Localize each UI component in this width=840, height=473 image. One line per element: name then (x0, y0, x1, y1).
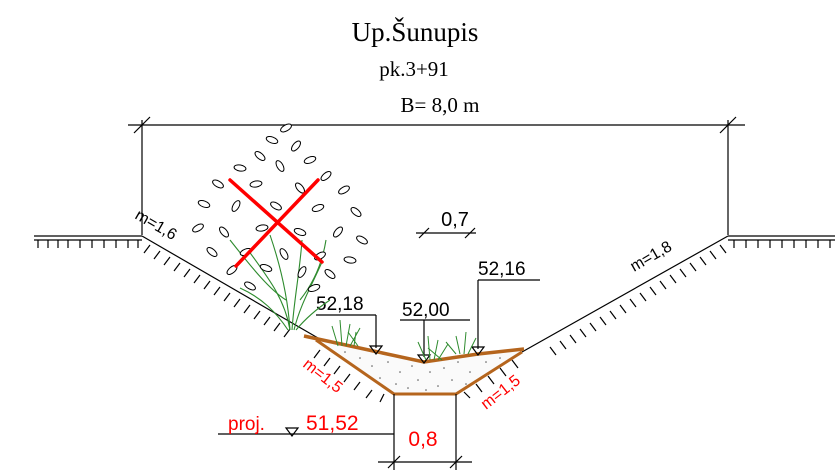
depth-dimension (416, 227, 476, 239)
ground-left (34, 235, 142, 248)
width-label: B= 8,0 m (401, 93, 480, 117)
design-profile-line (315, 338, 523, 396)
level-marker-right (470, 279, 540, 356)
tree-icon (192, 123, 368, 331)
station-label: pk.3+91 (379, 57, 449, 81)
depth-label: 0,7 (441, 209, 469, 231)
sand-dots (344, 351, 501, 391)
slope-left-bank: m=1,6 (132, 207, 179, 244)
design-level-marker (218, 427, 394, 437)
slope-right-design: m=1,5 (478, 372, 524, 413)
level-left: 52,18 (316, 294, 364, 315)
drawing-title: Up.Šunupis (352, 17, 479, 47)
level-center: 52,00 (402, 300, 450, 321)
level-right: 52,16 (478, 259, 526, 280)
removal-cross-icon (228, 178, 324, 268)
lower-right-hatch (463, 359, 519, 399)
design-level-prefix: proj. (228, 414, 265, 435)
grass-center (417, 335, 449, 361)
ground-right (728, 235, 835, 248)
left-slope (141, 235, 319, 339)
grass-left (331, 319, 361, 347)
slope-left-design: m=1,5 (300, 356, 346, 397)
lower-left-hatch (313, 349, 385, 403)
bottom-width-box (378, 394, 472, 470)
level-marker-left (316, 314, 384, 355)
bottom-width-label: 0,8 (408, 428, 437, 451)
design-channel-fill (318, 338, 522, 394)
grass-right (445, 331, 477, 355)
design-level-value: 51,52 (306, 412, 359, 435)
right-slope (521, 235, 729, 356)
width-dimension (128, 116, 745, 235)
